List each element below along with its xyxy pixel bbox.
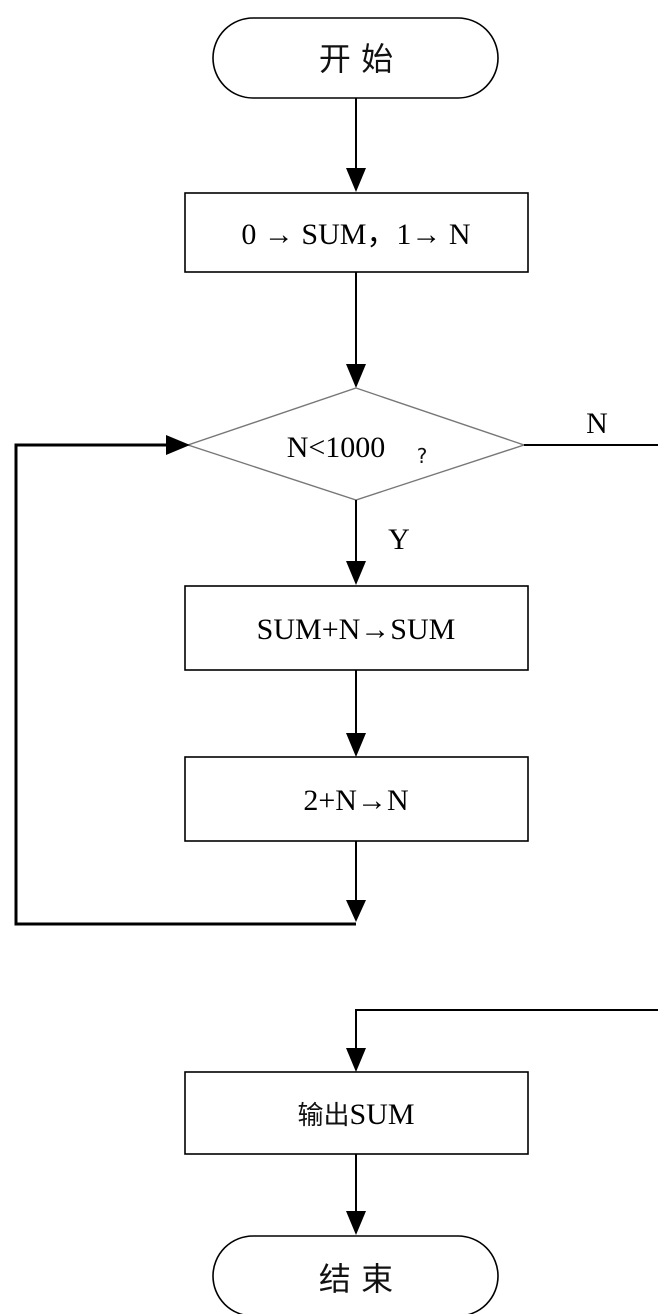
- output-label: 输出SUM: [297, 1098, 414, 1131]
- accumulate-label: SUM+N→SUM: [257, 613, 456, 646]
- accumulate-process-box: SUM+N→SUM: [184, 585, 529, 671]
- connector-output-to-end: [346, 1154, 366, 1235]
- output-label-cjk: 输出: [297, 1101, 349, 1131]
- connector-increment-to-loop: [346, 841, 366, 922]
- no-branch-label: N: [586, 407, 608, 440]
- arrowhead: [346, 900, 366, 922]
- start-label: 开 始: [319, 40, 393, 78]
- output-label-sum: SUM: [349, 1098, 414, 1131]
- no-branch-reentry-connector: [346, 1009, 658, 1072]
- decision-question-mark: ?: [417, 444, 428, 468]
- arrowhead: [346, 168, 366, 192]
- arrowhead: [346, 1211, 366, 1235]
- connector-accumulate-to-increment: [346, 670, 366, 757]
- init-label: 0 → SUM，1→ N: [241, 218, 470, 251]
- arrowhead: [166, 435, 190, 455]
- end-label: 结 束: [319, 1260, 393, 1298]
- no-branch-connector: N: [524, 407, 658, 446]
- loop-back-connector: [14, 435, 356, 926]
- decision-label: N<1000: [287, 431, 386, 464]
- end-terminal: 结 束: [212, 1235, 499, 1314]
- start-terminal: 开 始: [212, 17, 499, 99]
- yes-branch-label: Y: [388, 523, 410, 556]
- arrowhead: [346, 364, 366, 388]
- decision-diamond: N<1000 ?: [185, 387, 527, 501]
- arrowhead: [346, 733, 366, 757]
- output-process-box: 输出SUM: [184, 1071, 529, 1155]
- yes-branch-connector: Y: [346, 500, 410, 585]
- arrowhead: [346, 561, 366, 585]
- connector-init-to-decision: [346, 272, 366, 388]
- arrowhead: [346, 1048, 366, 1072]
- init-process-box: 0 → SUM，1→ N: [184, 192, 529, 273]
- increment-label: 2+N→N: [303, 784, 408, 817]
- increment-process-box: 2+N→N: [184, 756, 529, 842]
- connector-start-to-init: [346, 98, 366, 192]
